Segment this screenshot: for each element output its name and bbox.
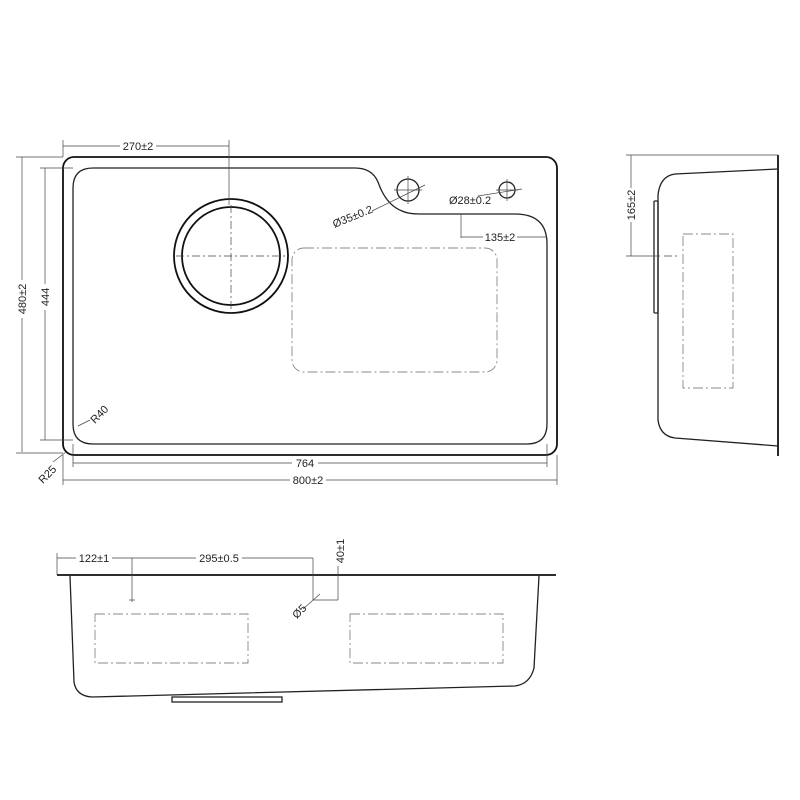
leader-accessory-hole [477,188,523,197]
dim-width-outer: 800±2 [293,475,324,487]
label-bg [624,188,638,222]
plan-view: 270±2 480±2 444 764 800±2 R25 R40 Ø35±0.… [15,139,558,487]
dim-left-offset: 122±1 [79,553,110,565]
leader-r40 [77,419,91,427]
dim-corner-outer-radius: R25 [36,463,59,486]
side-overflow-bump [653,200,659,314]
dim-hole-spacing: 295±0.5 [199,553,239,565]
label-bg [76,551,112,564]
dim-tap-hole: Ø35±0.2 [331,204,375,231]
dim-drain-offset: 270±2 [123,141,154,153]
front-view: 122±1 295±0.5 40±1 Ø5 [56,539,556,703]
dim-height-inner: 444 [40,288,52,306]
label-bg [38,284,52,310]
bottom-grid-outline [291,247,498,373]
front-drain-bump [171,696,283,703]
dim-accessory-hole: Ø28±0.2 [449,195,491,207]
basin-inner-outline [72,167,548,445]
front-grid-right [349,613,504,664]
label-bg [196,551,242,564]
label-bg [483,230,517,243]
side-view: 165±2 [624,154,779,456]
label-bg [290,473,326,486]
dim-width-inner: 764 [296,458,314,470]
label-bg [292,456,318,469]
label-bg [120,139,156,152]
leader-tap-hole [371,184,426,212]
dim-overflow-hole: Ø5 [290,602,309,621]
dim-corner-inner-radius: R40 [88,403,111,426]
side-basin-outline [657,168,779,447]
label-bg [15,280,29,318]
dim-ledge-width: 135±2 [485,232,516,244]
front-basin-outline [69,575,540,698]
dim-depth: 165±2 [626,190,638,221]
dim-height-outer: 480±2 [17,284,29,315]
leader-r25 [52,451,67,463]
leader-overflow-hole [302,593,321,610]
sink-outer-rim [62,156,558,456]
dim-overflow-height: 40±1 [335,539,347,563]
front-grid-left [94,613,249,664]
side-grid-outline [682,233,734,389]
